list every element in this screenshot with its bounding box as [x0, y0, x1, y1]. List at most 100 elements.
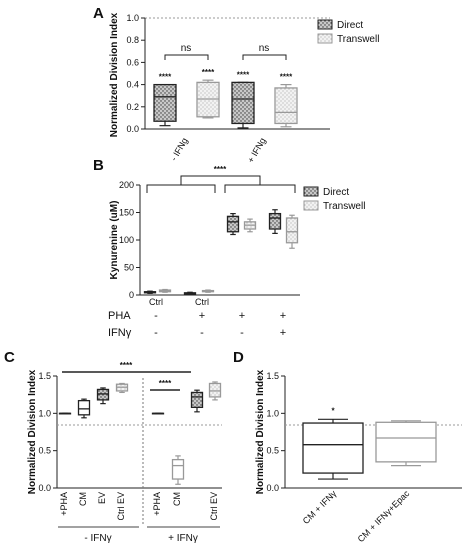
- panel-b-row2-value: -: [240, 327, 244, 339]
- panel-b-ctrl-2: Ctrl: [195, 297, 209, 307]
- panel-d-tick-label: 0.0: [266, 483, 279, 493]
- panel-a-group-2: + IFNg: [245, 136, 267, 165]
- panel-b-boxes: [143, 209, 299, 296]
- panel-b-row1-label: PHA: [108, 310, 131, 322]
- panel-b-transwell-3-box: [285, 217, 299, 244]
- panel-a-legend-transwell: Transwell: [337, 34, 379, 45]
- panel-d-box-1-box: [375, 421, 437, 463]
- panel-c-tick-label: 1.5: [38, 371, 51, 381]
- panel-b-tick-label: 0: [129, 290, 134, 300]
- panel-a-star: ****: [237, 70, 250, 79]
- panel-d-boxes: *: [302, 406, 437, 480]
- panel-b-tick-label: 100: [119, 235, 134, 245]
- panel-a-tick-label: 0.6: [126, 57, 139, 67]
- panel-c-group-2: + IFNγ: [168, 533, 198, 544]
- panel-a-ns-2: ns: [259, 43, 270, 54]
- panel-d: D Normalized Division Index 0.0 0.5 1.0 1.5…: [233, 349, 462, 544]
- panel-c-box-7-box: [208, 382, 222, 398]
- panel-c-boxes: [58, 381, 222, 485]
- panel-a-tick-label: 0.0: [126, 124, 139, 134]
- panel-a-star: ****: [159, 73, 172, 82]
- panel-b-direct-2-box: [226, 215, 240, 233]
- panel-b-bracket-left: [146, 184, 216, 193]
- panel-b-star: ****: [214, 165, 227, 174]
- panel-b-tick-label: 50: [124, 263, 134, 273]
- panel-b-y-axis: 0 50 100 150 200: [119, 180, 140, 300]
- panel-c-tick-label: 0.5: [38, 446, 51, 456]
- panel-b-row2-label: IFNγ: [108, 327, 132, 339]
- panel-b-row1-value: +: [239, 310, 245, 322]
- panel-c-label: C: [4, 349, 15, 366]
- panel-b-legend-swatch-direct: [303, 186, 319, 197]
- panel-a: A Normalized Division Index 0.0 0.2 0.4 0.6…: [93, 5, 379, 165]
- panel-b-ylabel: Kynurenine (uM): [109, 201, 120, 280]
- panel-c-box-1-box: [77, 399, 91, 416]
- panel-c-y-axis: 0.0 0.5 1.0 1.5: [38, 371, 57, 493]
- panel-b-legend-direct: Direct: [323, 187, 349, 198]
- panel-c-tick-label: 0.0: [38, 483, 51, 493]
- panel-a-boxes: **** **** **** ****: [153, 68, 298, 129]
- panel-d-label: D: [233, 349, 244, 366]
- panel-b-conditions: -+++---+: [154, 310, 286, 339]
- panel-c-category: Ctrl EV: [209, 492, 219, 521]
- panel-b-row2-value: +: [280, 327, 286, 339]
- panel-b-row2-value: -: [200, 327, 204, 339]
- panel-c-box-6-box: [190, 391, 204, 409]
- panel-a-star: ****: [202, 68, 215, 77]
- panel-a-direct-0-box: [153, 83, 177, 122]
- panel-a-legend-swatch-direct: [317, 19, 333, 30]
- panel-d-categories: CM + IFNγ CM + IFNγ+Epac: [301, 488, 412, 544]
- panel-c-category: Ctrl EV: [116, 492, 126, 521]
- panel-a-legend-swatch-transwell: [317, 33, 333, 44]
- panel-b-label: B: [93, 157, 104, 174]
- panel-c-category: +PHA: [59, 492, 69, 516]
- panel-a-direct-1-box: [231, 81, 255, 125]
- panel-b-bracket-right: [224, 184, 296, 193]
- panel-a-bracket-2: [242, 54, 287, 60]
- panel-d-y-axis: 0.0 0.5 1.0 1.5: [266, 371, 285, 493]
- panel-b-legend-swatch-transwell: [303, 200, 319, 211]
- panel-d-box-0-box: [302, 422, 364, 474]
- panel-c-box-2-box: [96, 388, 110, 401]
- panel-a-bracket-1: [164, 54, 209, 60]
- panel-d-category: CM + IFNγ: [301, 488, 339, 526]
- panel-c-categories: +PHA CM EV Ctrl EV +PHA CM Ctrl EV: [59, 492, 219, 521]
- panel-d-tick-label: 0.5: [266, 446, 279, 456]
- panel-d-ylabel: Normalized Division Index: [255, 369, 266, 494]
- panel-c-category: EV: [97, 492, 107, 504]
- panel-d-category: CM + IFNγ+Epac: [356, 488, 412, 544]
- panel-c-category: CM: [78, 492, 88, 506]
- panel-a-tick-label: 0.8: [126, 35, 139, 45]
- panel-a-label: A: [93, 5, 104, 22]
- panel-b-row1-value: +: [280, 310, 286, 322]
- panel-a-y-axis: 0.0 0.2 0.4 0.6 0.8 1.0: [126, 13, 145, 134]
- panel-a-star: ****: [280, 73, 293, 82]
- panel-b-bracket-top: [180, 175, 261, 185]
- panel-a-ylabel: Normalized Division Index: [109, 12, 120, 137]
- panel-b-ctrl-1: Ctrl: [149, 297, 163, 307]
- panel-b-legend-transwell: Transwell: [323, 201, 365, 212]
- panel-a-tick-label: 0.2: [126, 102, 139, 112]
- panel-a-transwell-1-box: [274, 87, 298, 125]
- panel-d-star: *: [331, 406, 335, 415]
- panel-a-legend-direct: Direct: [337, 20, 363, 31]
- panel-c-category: +PHA: [152, 492, 162, 516]
- panel-c-ylabel: Normalized Division Index: [27, 369, 38, 494]
- panel-a-tick-label: 1.0: [126, 13, 139, 23]
- panel-c-group-1: - IFNγ: [84, 533, 111, 544]
- panel-b-direct-3-box: [268, 212, 282, 230]
- panel-b-tick-label: 150: [119, 208, 134, 218]
- panel-c-category: CM: [172, 492, 182, 506]
- panel-d-tick-label: 1.5: [266, 371, 279, 381]
- panel-c-tick-label: 1.0: [38, 408, 51, 418]
- panel-b-row1-value: +: [199, 310, 205, 322]
- panel-a-tick-label: 0.4: [126, 80, 139, 90]
- panel-a-ns-1: ns: [181, 43, 192, 54]
- panel-c-star-2: ****: [159, 379, 172, 388]
- panel-b-tick-label: 200: [119, 180, 134, 190]
- panel-a-group-1: - IFNg: [169, 136, 190, 163]
- panel-c-box-5-box: [171, 458, 185, 480]
- panel-c-star-1: ****: [120, 361, 133, 370]
- panel-d-tick-label: 1.0: [266, 408, 279, 418]
